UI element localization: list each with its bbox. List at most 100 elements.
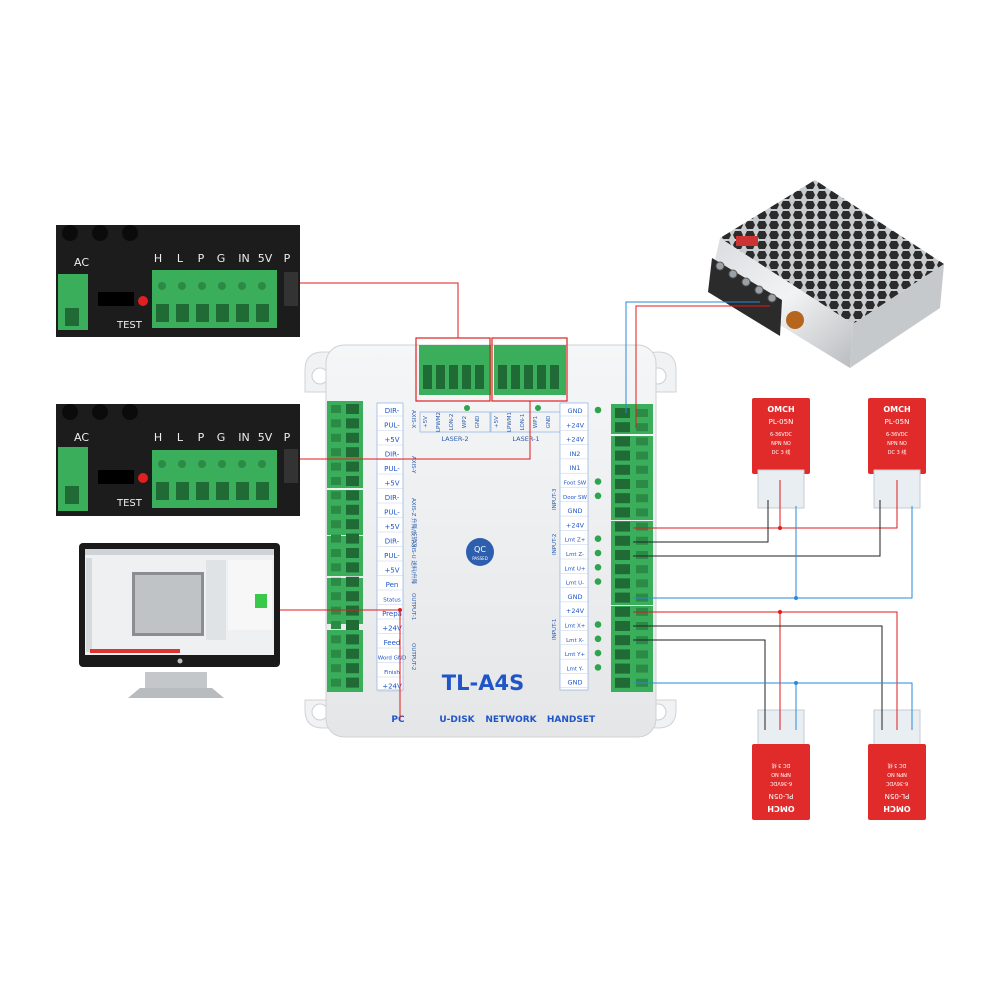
input-group-label: INPUT-1 <box>552 619 558 640</box>
right-screw-head <box>636 536 648 545</box>
left-terminal-label: +5V <box>384 436 399 444</box>
left-screw-head <box>331 405 341 413</box>
psu-pin-label: P <box>284 431 291 444</box>
laser-pin-label: WP2 <box>462 416 468 428</box>
qc-sub: PASSED <box>472 556 488 561</box>
left-screw-socket <box>346 620 359 630</box>
right-terminal-label: +24V <box>566 436 585 444</box>
right-screw-head <box>636 465 648 474</box>
laser-pin-label: LON-2 <box>449 414 455 431</box>
screw-head <box>158 460 166 468</box>
psu-pin-label: IN <box>238 431 249 444</box>
right-terminal-label: Lmt Y- <box>566 666 583 672</box>
ac-label: AC <box>74 256 89 269</box>
left-screw-head <box>331 505 341 514</box>
right-terminal-label: GND <box>568 407 583 415</box>
laser-pin-label: LPWM2 <box>436 412 442 432</box>
left-screw-socket <box>346 504 359 515</box>
right-terminal-label: Lmt Y+ <box>565 652 586 658</box>
screw-socket <box>176 304 189 322</box>
left-screw-head <box>331 549 341 557</box>
laser-led <box>464 405 470 411</box>
laser1-socket <box>498 365 507 389</box>
laser-label: LASER-1 <box>512 435 539 443</box>
left-terminal-label: DIR- <box>385 407 400 415</box>
sensor-spec: NPN NO <box>887 441 907 447</box>
sensor-spec: 6-36VDC <box>885 780 908 786</box>
screw-head <box>178 460 186 468</box>
right-screw-socket <box>615 507 630 518</box>
right-screw-socket <box>615 564 630 575</box>
right-terminal-label: Lmt U+ <box>565 566 586 572</box>
psu-screw <box>728 269 738 279</box>
left-terminal-label: DIR- <box>385 494 400 502</box>
right-screw-socket <box>615 578 630 589</box>
right-screw-head <box>636 565 648 574</box>
right-screw-socket <box>615 677 630 688</box>
left-terminal-label: +24V <box>382 625 402 633</box>
sensor-brand: OMCH <box>883 405 910 414</box>
p-port <box>284 272 298 306</box>
right-screw-socket <box>615 422 630 433</box>
status-led <box>594 649 602 657</box>
status-led <box>594 621 602 628</box>
left-terminal-label: Feed <box>384 639 401 647</box>
test-button <box>138 296 148 306</box>
left-terminal-label: Status <box>383 598 401 604</box>
right-terminal-label: +24V <box>566 607 585 615</box>
left-screw-socket <box>346 533 359 544</box>
right-screw-head <box>636 451 648 460</box>
laser1-socket <box>550 365 559 389</box>
laser1-socket <box>524 365 533 389</box>
sensor-spec: DC 3 线 <box>772 449 791 456</box>
psu-pin-label: L <box>177 252 184 265</box>
left-terminal-label: Finish <box>384 670 400 676</box>
screw-socket <box>216 482 229 500</box>
sensor-model: PL-05N <box>885 418 910 426</box>
right-screw-socket <box>615 663 630 674</box>
right-terminal-label: GND <box>568 507 583 515</box>
status-led <box>594 549 602 557</box>
right-terminal-block <box>611 436 653 520</box>
left-terminal-block <box>327 401 363 488</box>
right-screw-head <box>636 522 648 531</box>
left-screw-socket <box>346 634 359 645</box>
left-screw-head <box>331 491 341 500</box>
left-screw-socket <box>346 605 359 616</box>
right-terminal-label: Lmt X- <box>566 638 584 644</box>
left-screw-head <box>331 606 341 615</box>
left-screw-socket <box>346 447 359 458</box>
board-model: TL-A4S <box>442 671 524 695</box>
psu-pin-label: IN <box>238 252 249 265</box>
right-screw-socket <box>615 450 630 461</box>
sensor-model: PL-05N <box>769 792 794 800</box>
left-screw-socket <box>346 476 359 486</box>
left-terminal-label: Prepa <box>382 610 402 618</box>
screw-socket <box>236 304 249 322</box>
right-screw-socket <box>615 408 630 418</box>
laser-label: LASER-2 <box>441 435 468 443</box>
sensor-brand: OMCH <box>767 405 794 414</box>
left-terminal-label: +5V <box>384 567 399 575</box>
right-screw-socket <box>615 535 630 546</box>
left-screw-socket <box>346 562 359 573</box>
psu-screw <box>741 277 751 287</box>
left-terminal-label: DIR- <box>385 538 400 546</box>
right-screw-socket <box>615 592 630 603</box>
left-terminal-label: Pen <box>386 581 399 589</box>
laser2-socket <box>475 365 484 389</box>
screw-socket <box>236 482 249 500</box>
screw-head <box>258 282 266 290</box>
axis-label: AXIS-Z 升降/旋转刀 <box>410 498 418 548</box>
laser-pin-label: +5V <box>423 416 429 428</box>
right-screw-head <box>636 551 648 559</box>
sensor-spec: NPN NO <box>771 771 791 777</box>
right-screw-head <box>636 409 648 417</box>
sensor-model: PL-05N <box>769 418 794 426</box>
psu-pin-label: P <box>198 252 205 265</box>
left-terminal-label: PUL- <box>384 509 400 517</box>
laser2-socket <box>423 365 432 389</box>
apple-logo-icon <box>177 658 183 664</box>
